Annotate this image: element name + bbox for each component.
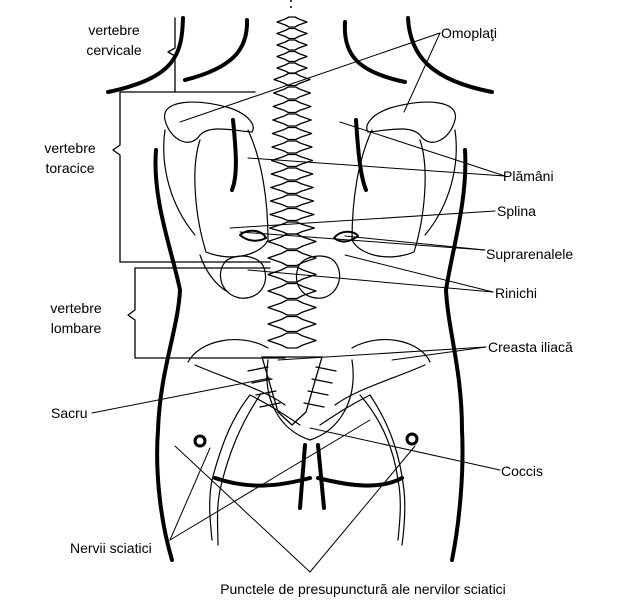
vertebra: [272, 86, 312, 100]
label-coccis: Coccis: [501, 463, 543, 479]
vertebra: [270, 153, 314, 168]
label-vertebre-lombare-1: vertebre: [50, 300, 102, 316]
leader-suprarenalele-right: [344, 235, 486, 251]
leader-omoplati-left: [179, 32, 441, 123]
sacral-ridge: [259, 402, 325, 408]
label-vertebre-toracice-2: toracice: [45, 160, 94, 176]
scapulae-lungs: [163, 101, 457, 258]
sacral-ridge: [251, 378, 333, 384]
leader-lines: [91, 32, 506, 573]
sciatic-point-right: [405, 432, 419, 446]
leader-suprarenalele-left: [239, 231, 486, 251]
leader-caption-left: [174, 445, 311, 573]
vertebra: [272, 113, 312, 127]
vertebra: [268, 221, 316, 235]
lumbar-bracket: [127, 267, 286, 359]
label-splina: Splina: [497, 203, 536, 219]
label-nervii-sciatici: Nervii sciatici: [70, 540, 152, 556]
leader-plamani-right: [339, 121, 506, 177]
sacrum: [261, 356, 323, 426]
vertebra: [273, 72, 311, 87]
label-vertebre-cervicale-2: cervicale: [86, 42, 141, 58]
spine: [247, 16, 337, 426]
vertebra: [267, 282, 317, 300]
sciatic-nerves: [209, 394, 406, 546]
sciatic-points: [193, 432, 419, 448]
sacral-ridge: [255, 390, 329, 396]
vertebra: [267, 266, 317, 283]
label-omoplati: Omoplaţi: [441, 25, 497, 41]
label-vertebre-lombare-2: lombare: [51, 320, 102, 336]
leader-splina: [229, 210, 496, 229]
vertebra: [270, 180, 314, 195]
vertebra: [276, 27, 308, 40]
vertebra: [269, 194, 315, 208]
vertebra: [270, 167, 314, 181]
pelvis: [187, 339, 431, 441]
scapula-edges: [230, 118, 368, 192]
vertebra: [269, 207, 315, 222]
label-suprarenalele: Suprarenalele: [486, 246, 573, 262]
label-plamani: Plămâni: [503, 168, 554, 184]
vertebra: [267, 299, 317, 316]
leader-creasta-right: [391, 346, 487, 361]
caption: Punctele de presupunctură ale nervilor s…: [220, 581, 506, 597]
leader-nervi-left: [169, 447, 211, 541]
vertebra: [271, 140, 313, 154]
label-vertebre-cervicale-1: vertebre: [88, 22, 140, 38]
vertebra: [267, 315, 317, 333]
adrenals: [239, 229, 359, 243]
body-outline: [106, 16, 494, 562]
label-rinichi: Rinichi: [495, 285, 537, 301]
vertebra: [276, 16, 308, 28]
leader-rinichi-right: [344, 254, 494, 293]
label-sacru: Sacru: [51, 405, 88, 421]
leader-rinichi-left: [247, 269, 494, 293]
sacral-ridge: [247, 366, 337, 372]
sciatic-point-left: [193, 434, 207, 448]
vertebra: [271, 126, 313, 141]
vertebra: [272, 99, 312, 114]
leader-caption-right: [309, 445, 416, 573]
vertebra: [276, 62, 308, 74]
label-creasta-iliaca: Creasta iliacă: [488, 339, 573, 355]
leader-plamani-left: [247, 157, 506, 177]
cervical-bracket: [167, 17, 176, 93]
leader-omoplati-right: [403, 32, 441, 113]
vertebra: [276, 39, 308, 51]
leader-nervi-right: [169, 419, 371, 541]
vertebra: [276, 50, 308, 63]
thoracic-bracket: [112, 91, 271, 263]
vertebra: [267, 332, 317, 349]
leader-creasta-left: [277, 346, 487, 361]
kidneys: [199, 254, 341, 299]
vertebra: [267, 249, 317, 267]
leader-coccis: [309, 427, 501, 471]
label-vertebre-toracice-1: vertebre: [44, 140, 96, 156]
leader-sacru: [91, 377, 271, 414]
